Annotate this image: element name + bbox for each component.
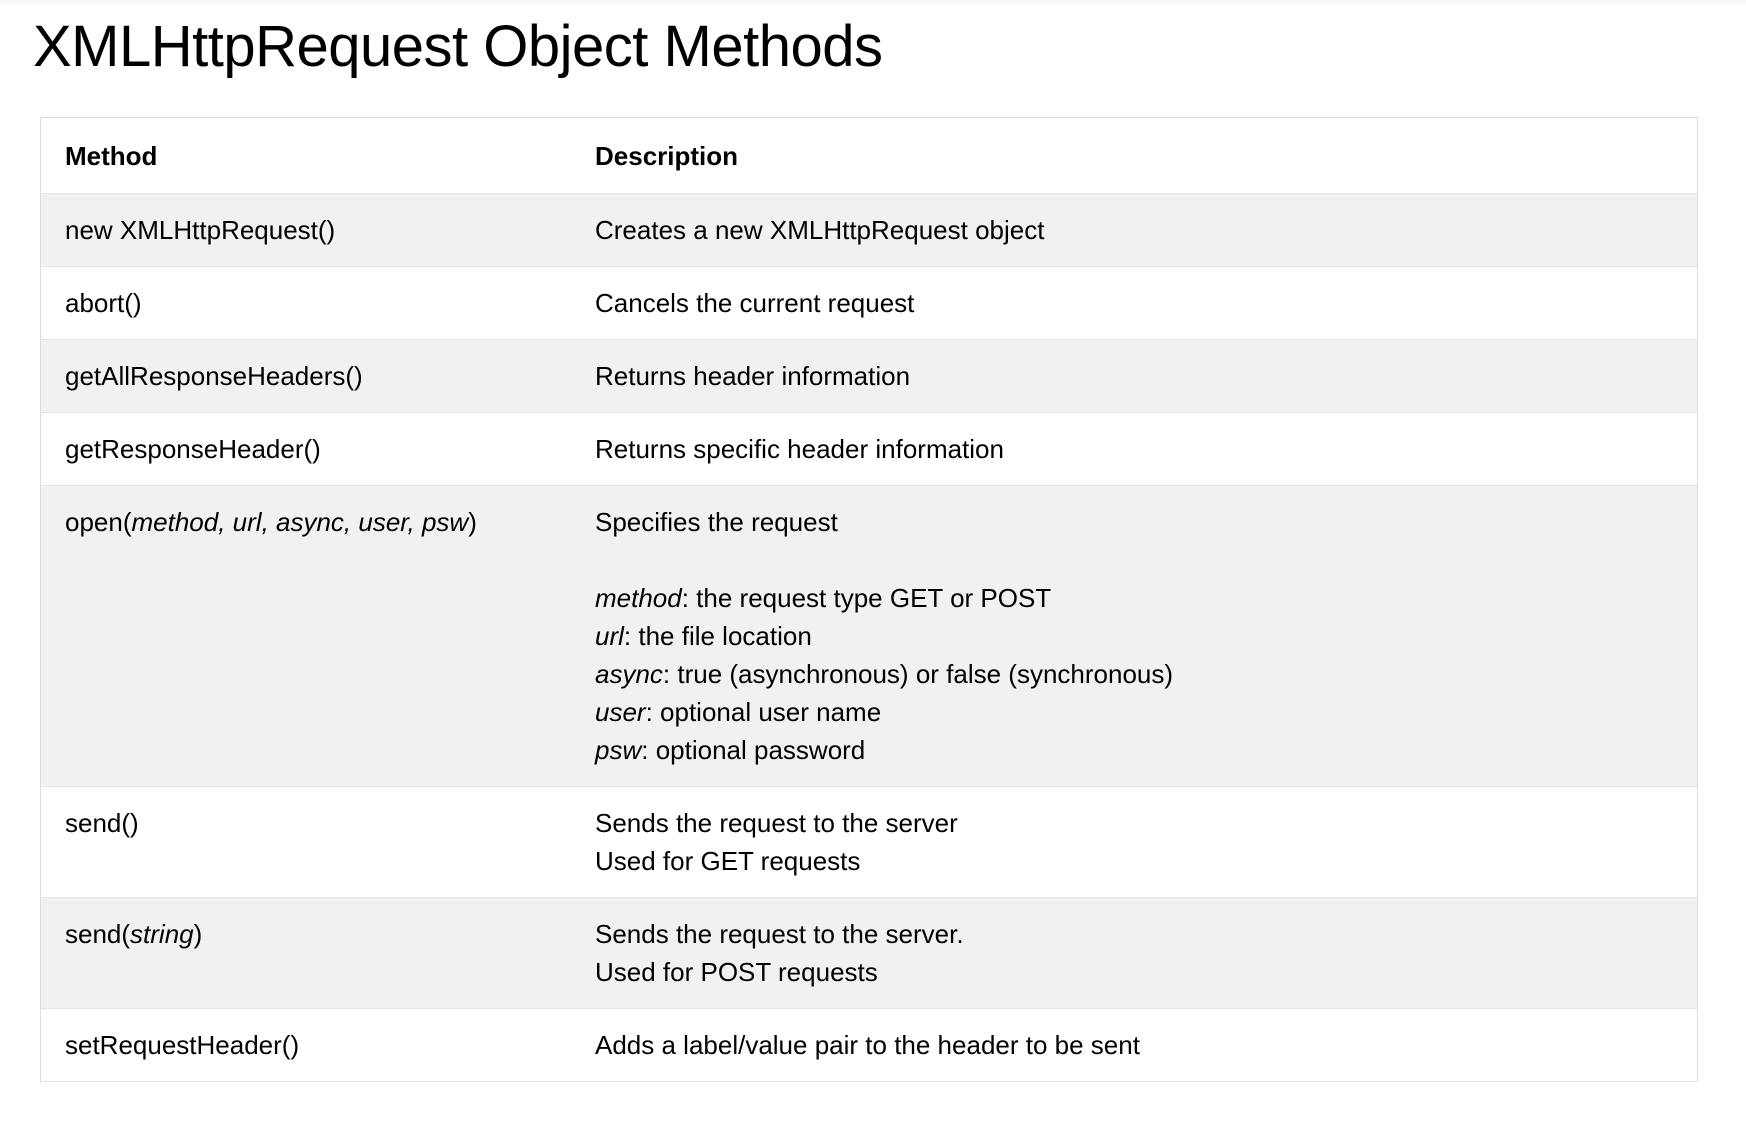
- page-title: XMLHttpRequest Object Methods: [33, 14, 883, 79]
- emphasis-text: method: [595, 583, 682, 613]
- cell-method: getAllResponseHeaders(): [40, 339, 571, 413]
- cell-description: Specifies the request method: the request…: [571, 485, 1698, 787]
- table-row: setRequestHeader() Adds a label/value pai…: [40, 1008, 1698, 1082]
- plain-text: open(: [65, 507, 132, 537]
- table-head: Method Description: [40, 117, 1698, 194]
- plain-text: Returns specific header information: [595, 434, 1004, 464]
- table-header-row: Method Description: [40, 117, 1698, 194]
- table-row: new XMLHttpRequest() Creates a new XMLHtt…: [40, 193, 1698, 267]
- description-line: Sends the request to the server.: [595, 915, 1697, 953]
- plain-text: Sends the request to the server.: [595, 919, 964, 949]
- description-line: Creates a new XMLHttpRequest object: [595, 211, 1697, 249]
- description-line: Returns specific header information: [595, 430, 1697, 468]
- column-header-method: Method: [40, 117, 571, 194]
- plain-text: ): [193, 919, 203, 949]
- description-line: Sends the request to the server: [595, 804, 1697, 842]
- plain-text: Adds a label/value pair to the header to…: [595, 1030, 1140, 1060]
- emphasis-text: psw: [595, 735, 642, 765]
- emphasis-text: string: [130, 919, 194, 949]
- plain-text: ): [468, 507, 477, 537]
- xhr-methods-table: Method Description new XMLHttpRequest() C…: [40, 117, 1698, 1082]
- plain-text: Returns header information: [595, 361, 911, 391]
- plain-text: : the file location: [623, 621, 812, 651]
- emphasis-text: method, url, async, user, psw: [131, 507, 469, 537]
- plain-text: Creates a new XMLHttpRequest object: [595, 215, 1045, 245]
- cell-method: send(): [40, 786, 571, 898]
- plain-text: abort(): [65, 288, 142, 318]
- table-row: open(method, url, async, user, psw)Speci…: [40, 485, 1698, 787]
- description-line: psw: optional password: [595, 731, 1697, 769]
- plain-text: new XMLHttpRequest(): [65, 215, 336, 245]
- description-line: Returns header information: [595, 357, 1697, 395]
- cell-method: send(string): [40, 897, 571, 1009]
- description-line: method: the request type GET or POST: [595, 579, 1697, 617]
- column-header-description: Description: [571, 117, 1698, 194]
- table-row: abort() Cancels the current request: [40, 266, 1698, 340]
- plain-text: : the request type GET or POST: [681, 583, 1052, 613]
- plain-text: getAllResponseHeaders(): [65, 361, 363, 391]
- cell-method: abort(): [40, 266, 571, 340]
- description-line: url: the file location: [595, 617, 1697, 655]
- plain-text: : optional user name: [645, 697, 882, 727]
- cell-description: Adds a label/value pair to the header to…: [571, 1008, 1698, 1082]
- plain-text: Used for POST requests: [595, 957, 878, 987]
- plain-text: Used for GET requests: [595, 846, 861, 876]
- description-line: Specifies the request: [595, 503, 1697, 541]
- emphasis-text: user: [595, 697, 646, 727]
- plain-text: setRequestHeader(): [65, 1030, 300, 1060]
- plain-text: Sends the request to the server: [595, 808, 958, 838]
- plain-text: send(): [65, 808, 139, 838]
- emphasis-text: url: [595, 621, 624, 651]
- description-line: Cancels the current request: [595, 284, 1697, 322]
- cell-description: Returns specific header information: [571, 412, 1698, 486]
- table-body: new XMLHttpRequest() Creates a new XMLHtt…: [40, 193, 1698, 1082]
- plain-text: : true (asynchronous) or false (synchron…: [662, 659, 1174, 689]
- cell-method: getResponseHeader(): [40, 412, 571, 486]
- table-row: send(string)Sends the request to the ser…: [40, 897, 1698, 1009]
- top-edge-strip: [0, 0, 1746, 7]
- description-spacer: [595, 541, 1697, 579]
- table-row: getAllResponseHeaders() Returns header in…: [40, 339, 1698, 413]
- description-line: Used for GET requests: [595, 842, 1697, 880]
- description-line: Used for POST requests: [595, 953, 1697, 991]
- plain-text: Specifies the request: [595, 507, 838, 537]
- cell-method: open(method, url, async, user, psw): [40, 485, 571, 787]
- description-line: user: optional user name: [595, 693, 1697, 731]
- description-line: Adds a label/value pair to the header to…: [595, 1026, 1697, 1064]
- cell-method: setRequestHeader(): [40, 1008, 571, 1082]
- cell-description: Creates a new XMLHttpRequest object: [571, 193, 1698, 267]
- cell-description: Returns header information: [571, 339, 1698, 413]
- plain-text: send(: [65, 919, 131, 949]
- cell-description: Sends the request to the server. Used for…: [571, 897, 1698, 1009]
- plain-text: getResponseHeader(): [65, 434, 321, 464]
- cell-description: Cancels the current request: [571, 266, 1698, 340]
- plain-text: : optional password: [641, 735, 866, 765]
- emphasis-text: async: [595, 659, 663, 689]
- plain-text: Cancels the current request: [595, 288, 915, 318]
- table-row: getResponseHeader() Returns specific head…: [40, 412, 1698, 486]
- description-line: async: true (asynchronous) or false (syn…: [595, 655, 1697, 693]
- cell-method: new XMLHttpRequest(): [40, 193, 571, 267]
